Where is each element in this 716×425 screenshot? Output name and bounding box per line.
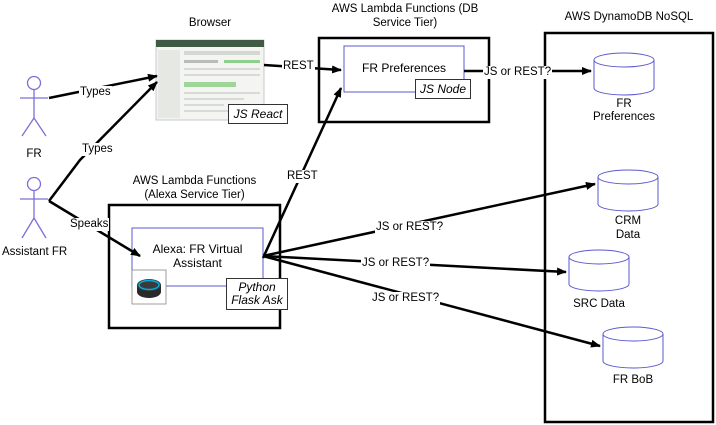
fr-bob-db-label: FR BoB bbox=[612, 374, 654, 386]
js-or-rest-src-label: JS or REST? bbox=[361, 257, 431, 270]
js-or-rest-crm-label: JS or REST? bbox=[375, 221, 445, 234]
python-flask-ask-tag-line2: Flask Ask bbox=[231, 293, 283, 307]
types-label-1: Types bbox=[79, 86, 112, 99]
alexa-assistant-label-line1: Alexa: FR Virtual bbox=[152, 242, 243, 256]
speaks-label: Speaks bbox=[69, 218, 110, 231]
dynamodb-box bbox=[543, 31, 715, 424]
crm-data-db-icon bbox=[597, 169, 659, 212]
js-or-rest-preferences-label: JS or REST? bbox=[483, 66, 553, 79]
python-flask-ask-tag: Python Flask Ask bbox=[226, 278, 288, 310]
fr-actor-icon bbox=[20, 75, 48, 137]
src-data-db-icon bbox=[568, 249, 630, 292]
types-label-2: Types bbox=[81, 143, 114, 156]
alexa-tier-title-line2: (Alexa Service Tier) bbox=[144, 189, 245, 201]
fr-bob-db-icon bbox=[602, 326, 664, 369]
crm-data-db-label-line2: Data bbox=[615, 229, 641, 241]
python-flask-ask-tag-line1: Python bbox=[238, 280, 276, 294]
fr-preferences-db-label-line1: FR bbox=[616, 98, 632, 110]
alexa-assistant-label-line2: Assistant bbox=[173, 256, 222, 270]
src-data-db-label: SRC Data bbox=[573, 298, 625, 310]
alexa-tier-title-line1: AWS Lambda Functions bbox=[132, 175, 257, 187]
dynamodb-title: AWS DynamoDB NoSQL bbox=[564, 11, 694, 23]
fr-preferences-db-icon bbox=[593, 52, 655, 96]
assistant-actor-label: Assistant FR bbox=[2, 246, 68, 258]
assistant-actor-icon bbox=[20, 176, 48, 239]
arrow-assistant-types bbox=[48, 81, 158, 202]
fr-actor-label: FR bbox=[26, 148, 42, 160]
crm-data-db-label-line1: CRM bbox=[614, 215, 642, 227]
rest-lambda-label: REST bbox=[286, 170, 319, 183]
arrow-to-crm bbox=[262, 181, 596, 258]
rest-browser-label: REST bbox=[282, 60, 315, 73]
db-tier-title: AWS Lambda Functions (DB Service Tier) bbox=[331, 3, 479, 29]
fr-preferences-db-label-line2: Preferences bbox=[592, 111, 655, 123]
browser-title: Browser bbox=[188, 17, 232, 29]
fr-preferences-label: FR Preferences bbox=[361, 61, 447, 75]
echo-device-icon bbox=[131, 269, 167, 305]
alexa-tier-box bbox=[107, 203, 282, 330]
js-node-tag: JS Node bbox=[415, 79, 471, 99]
db-tier-box bbox=[317, 36, 491, 124]
js-or-rest-bob-label: JS or REST? bbox=[371, 292, 441, 305]
js-react-tag: JS React bbox=[228, 104, 288, 124]
